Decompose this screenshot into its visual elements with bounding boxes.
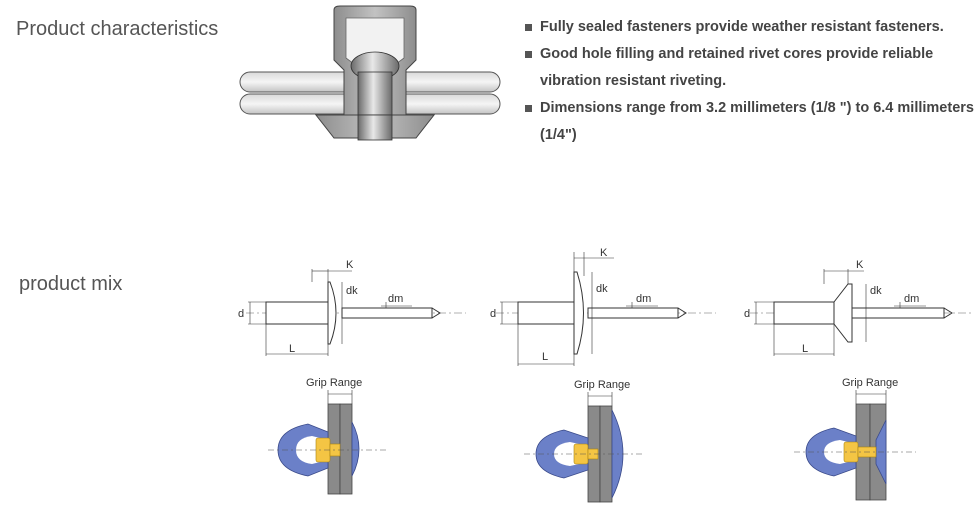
- rivet-countersunk-head: [833, 283, 853, 343]
- grip-range-label: Grip Range: [574, 379, 630, 391]
- product-mix-title: product mix: [19, 273, 123, 295]
- dim-k-label: K: [346, 259, 354, 271]
- dim-d-label: d: [490, 308, 496, 320]
- dimension-drawing-dome: K dk dm d L: [238, 259, 466, 356]
- dim-dk-label: dk: [596, 283, 608, 295]
- rivet-shank: [773, 301, 835, 325]
- grip-range-drawing-large-flange: Grip Range: [524, 379, 642, 503]
- mandrel: [587, 307, 679, 319]
- feature-list: Fully sealed fasteners provide weather r…: [524, 14, 974, 149]
- feature-item: Dimensions range from 3.2 millimeters (1…: [524, 95, 974, 149]
- plate-right: [339, 403, 353, 495]
- rivet-shank: [517, 301, 577, 325]
- dim-dk-label: dk: [870, 285, 882, 297]
- dim-dm-label: dm: [636, 293, 651, 305]
- feature-item: Fully sealed fasteners provide weather r…: [524, 14, 974, 41]
- rivet-shank: [265, 301, 329, 325]
- dim-dm-label: dm: [388, 293, 403, 305]
- rivet-dome-head: [327, 281, 337, 345]
- dim-d-label: d: [744, 308, 750, 320]
- dim-d-label: d: [238, 308, 244, 320]
- dim-l-label: L: [289, 343, 295, 355]
- dimension-drawing-countersunk: K dk dm d L: [744, 259, 972, 356]
- product-characteristics-title: Product characteristics: [16, 18, 219, 40]
- dim-k-label: K: [856, 259, 864, 271]
- dim-dk-label: dk: [346, 285, 358, 297]
- mandrel: [851, 307, 945, 319]
- rivet-cross-section-illustration: [239, 5, 501, 141]
- mandrel-stem-front: [357, 114, 393, 141]
- grip-range-drawing-dome: Grip Range: [268, 377, 388, 495]
- dim-dm-label: dm: [904, 293, 919, 305]
- grip-range-label: Grip Range: [842, 377, 898, 389]
- dim-l-label: L: [542, 351, 548, 363]
- rivet-head-dome: [351, 421, 360, 477]
- mandrel: [341, 307, 433, 319]
- dim-k-label: K: [600, 247, 608, 259]
- feature-item: Good hole filling and retained rivet cor…: [524, 41, 974, 95]
- rivet-large-flange-head: [573, 271, 584, 355]
- dim-l-label: L: [802, 343, 808, 355]
- dimension-drawing-large-flange: K dk dm d L: [490, 247, 716, 366]
- grip-range-label: Grip Range: [306, 377, 362, 389]
- grip-range-drawing-countersunk: Grip Range: [794, 377, 916, 501]
